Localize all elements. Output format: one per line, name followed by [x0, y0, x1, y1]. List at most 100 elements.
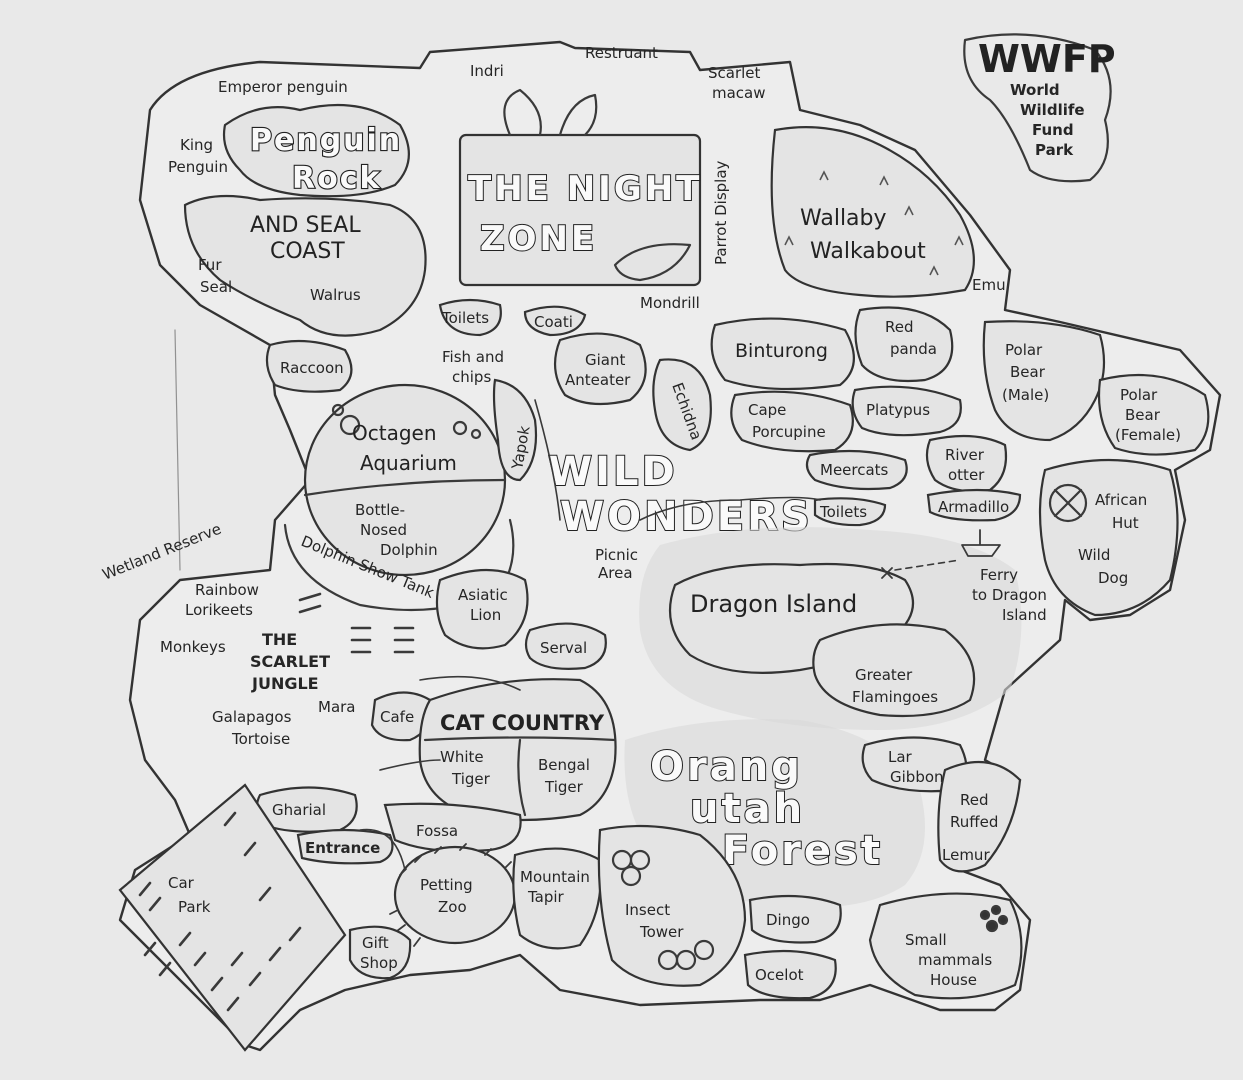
label-ferry-3: Island: [1002, 606, 1047, 624]
label-asiatic-2: Lion: [470, 606, 501, 624]
zone-raccoon: Raccoon: [265, 339, 353, 393]
zone-mountain-tapir: Mountain Tapir: [512, 847, 602, 950]
zone-night: THE NIGHT ZONE Indri Restruant Scarlet m…: [458, 44, 766, 312]
scarlet-line3: JUNGLE: [251, 674, 319, 693]
penguin-rock-line2: Rock: [292, 161, 381, 196]
title-line1: World: [1010, 81, 1060, 99]
label-picnic-2: Area: [598, 564, 633, 582]
zone-african-hut: African Hut Wild Dog: [1038, 458, 1179, 617]
zone-petting-zoo: Petting Zoo: [389, 843, 517, 947]
label-rainbow-1: Rainbow: [195, 581, 259, 599]
label-red-ruffed-3: Lemur: [942, 846, 990, 864]
label-toilets-2: Toilets: [819, 503, 867, 521]
label-asiatic-1: Asiatic: [458, 586, 508, 604]
label-white-tiger-1: White: [440, 748, 484, 766]
zone-wallaby: Wallaby Walkabout Emu: [770, 126, 1006, 298]
zone-meercats: Meercats: [805, 449, 908, 491]
label-galapagos-2: Tortoise: [231, 730, 290, 748]
orang-line3: Forest: [722, 828, 883, 874]
zone-giant-anteater: Giant Anteater: [553, 332, 647, 406]
zone-cafe: Cafe: [370, 691, 432, 742]
label-king-penguin-2: Penguin: [168, 158, 228, 176]
label-river-otter-1: River: [945, 446, 985, 464]
walkway-main: [359, 399, 821, 871]
zone-polar-bears: Polar Bear (Male) Polar Bear (Female): [982, 320, 1210, 456]
penguin-rock-line1: Penguin: [250, 123, 402, 158]
wallaby-line1: Wallaby: [800, 206, 887, 231]
label-bottlenose-2: Nosed: [360, 521, 407, 539]
zone-gift-shop: Gift Shop: [348, 925, 412, 980]
label-bengal-2: Tiger: [544, 778, 584, 796]
zone-yapok: Yapok: [492, 378, 538, 482]
title-line4: Park: [1035, 141, 1074, 159]
label-ocelot: Ocelot: [755, 966, 804, 984]
wild-wonders-line1: WILD: [548, 449, 678, 495]
label-serval: Serval: [540, 639, 587, 657]
label-monkeys: Monkeys: [160, 638, 226, 656]
zone-red-panda: Red panda: [854, 306, 954, 383]
label-polar-female-2: Bear: [1125, 406, 1161, 424]
label-african-3: Wild: [1078, 546, 1110, 564]
label-cape-porcupine-2: Porcupine: [752, 423, 826, 441]
label-galapagos-1: Galapagos: [212, 708, 292, 726]
label-small-mammals-1: Small: [905, 931, 947, 949]
park-title: WWFP World Wildlife Fund Park: [963, 33, 1116, 183]
zone-small-mammals: Small mammals House: [868, 892, 1023, 1000]
label-cafe: Cafe: [380, 708, 414, 726]
zone-dingo: Dingo: [748, 894, 842, 944]
label-polar-male-1: Polar: [1005, 341, 1043, 359]
seal-coast-line1: AND SEAL: [250, 213, 361, 238]
label-binturong: Binturong: [735, 340, 828, 362]
label-car-park-1: Car: [168, 874, 195, 892]
label-polar-female-3: (Female): [1115, 426, 1181, 444]
label-african-4: Dog: [1098, 569, 1128, 587]
zone-car-park: Car Park: [118, 783, 347, 1052]
zone-toilets-right: Toilets: [813, 497, 887, 527]
label-raccoon: Raccoon: [280, 359, 344, 377]
title-line2: Wildlife: [1020, 101, 1085, 119]
label-octagen-1: Octagen: [352, 421, 437, 445]
label-greater-1: Greater: [855, 666, 913, 684]
zone-serval: Serval: [524, 622, 607, 670]
zone-scarlet-jungle: Rainbow Lorikeets Monkeys THE SCARLET JU…: [160, 581, 415, 748]
label-dingo: Dingo: [766, 911, 810, 929]
label-red-panda-2: panda: [890, 340, 937, 358]
dolphin-tank-outline: [283, 518, 515, 612]
label-tapir-1: Mountain: [520, 868, 590, 886]
label-platypus: Platypus: [866, 401, 930, 419]
zone-aquarium: Octagen Aquarium Bottle- Nosed Dolphin: [303, 383, 507, 577]
cat-country-label: CAT COUNTRY: [440, 711, 605, 735]
label-gift-2: Shop: [360, 954, 398, 972]
label-petting-2: Zoo: [438, 898, 467, 916]
label-african-1: African: [1095, 491, 1147, 509]
zone-asiatic-lion: Asiatic Lion: [435, 568, 529, 650]
label-fish-chips-2: chips: [452, 368, 491, 386]
label-ferry-1: Ferry: [980, 566, 1018, 584]
zone-armadillo: Armadillo: [926, 488, 1022, 522]
label-king-penguin-1: King: [180, 136, 213, 154]
label-bottlenose-3: Dolphin: [380, 541, 438, 559]
label-rainbow-2: Lorikeets: [185, 601, 253, 619]
label-emu: Emu: [972, 276, 1006, 294]
label-bengal-1: Bengal: [538, 756, 590, 774]
label-parrot-display: Parrot Display: [712, 160, 730, 265]
title-line3: Fund: [1032, 121, 1074, 139]
label-fur-seal-2: Seal: [200, 278, 232, 296]
label-scarlet-macaw-2: macaw: [712, 84, 766, 102]
zone-cat-country: CAT COUNTRY White Tiger Bengal Tiger: [418, 678, 617, 822]
label-mara: Mara: [318, 698, 356, 716]
label-white-tiger-2: Tiger: [451, 770, 491, 788]
zone-insect-tower: Insect Tower: [597, 824, 747, 987]
label-insect-2: Tower: [639, 923, 684, 941]
label-toilets-1: Toilets: [441, 309, 489, 327]
label-red-panda-1: Red: [885, 318, 914, 336]
scarlet-line2: SCARLET: [250, 652, 330, 671]
zone-echidna: Echidna: [652, 358, 712, 452]
night-zone-line1: THE NIGHT: [468, 169, 702, 209]
label-ferry-2: to Dragon: [972, 586, 1047, 604]
orang-line1: Orang: [650, 744, 803, 790]
label-red-ruffed-2: Ruffed: [950, 813, 998, 831]
label-african-2: Hut: [1112, 514, 1139, 532]
label-lar-gibbon-2: Gibbon: [890, 768, 944, 786]
